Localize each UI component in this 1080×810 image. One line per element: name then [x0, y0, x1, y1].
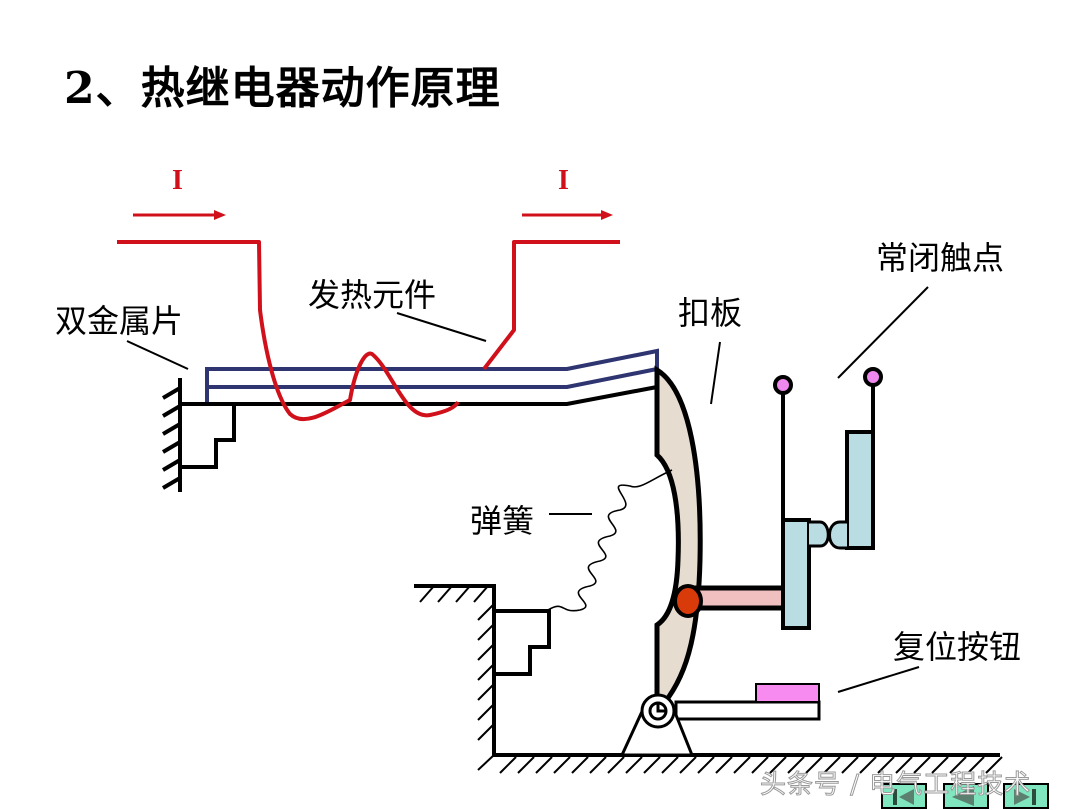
- current-label-left: I: [172, 165, 183, 196]
- label-reset-button: 复位按钮: [893, 628, 1022, 666]
- ground-hatch-line: [517, 756, 535, 774]
- leader-heating: [396, 312, 487, 342]
- next-slide-button[interactable]: [1003, 783, 1049, 809]
- left-wall: [161, 378, 182, 492]
- ground-hatch-line: [697, 756, 715, 774]
- leader-bimetal: [126, 340, 189, 370]
- ground-hatch-line: [679, 756, 697, 774]
- lower-wall: [414, 584, 1003, 774]
- ground-hatch-line: [787, 756, 805, 774]
- ground-hatch-line: [877, 756, 895, 774]
- ground-hatch-line: [553, 756, 571, 774]
- leader-contact: [837, 286, 929, 379]
- pivot-support: [619, 693, 695, 757]
- leader-reset: [837, 666, 920, 693]
- lower-bracket: [494, 609, 551, 676]
- ground-hatch-line: [625, 756, 643, 774]
- skip-back-icon: [893, 789, 897, 805]
- skip-forward-icon: [1014, 789, 1030, 805]
- ground-hatch-line: [841, 756, 859, 774]
- ground-hatch-line: [913, 756, 931, 774]
- heating-element-wire: [117, 240, 620, 422]
- ground-hatch-line: [571, 756, 589, 774]
- bimetal-strip: [180, 348, 659, 406]
- ground-hatch-line: [589, 756, 607, 774]
- ground-hatch-line: [535, 756, 553, 774]
- spring: [547, 469, 673, 612]
- label-spring: 弹簧: [470, 502, 535, 540]
- ground-hatch-line: [643, 756, 661, 774]
- ground-hatch-line: [769, 756, 787, 774]
- label-heating-element: 发热元件: [308, 276, 437, 314]
- watermark: 头条号 / 电气工程技术: [759, 770, 1032, 801]
- prev-slide-button[interactable]: [943, 783, 989, 809]
- current-arrow-left: [133, 210, 226, 220]
- nc-contact-assembly: [773, 367, 883, 630]
- current-arrow-right: [522, 210, 613, 220]
- ground-hatch-line: [895, 756, 913, 774]
- label-bimetal: 双金属片: [55, 302, 184, 340]
- ground-hatch-line: [823, 756, 841, 774]
- latch-plate: [654, 365, 703, 713]
- page-title: 2、热继电器动作原理: [64, 63, 501, 114]
- reset-button-assembly: [674, 683, 821, 721]
- left-bracket: [180, 402, 236, 469]
- ground-hatch-line: [607, 756, 625, 774]
- ground-hatch-line: [751, 756, 769, 774]
- ground-hatch-line: [931, 756, 949, 774]
- label-latch-plate: 扣板: [678, 294, 743, 332]
- ground-hatch-line: [661, 756, 679, 774]
- ground-hatch-line: [859, 756, 877, 774]
- ground-hatch-line: [985, 756, 1003, 774]
- current-label-right: I: [558, 165, 569, 196]
- first-slide-button[interactable]: [881, 783, 927, 809]
- label-nc-contact: 常闭触点: [876, 239, 1005, 277]
- ground-hatch-line: [733, 756, 751, 774]
- ground-hatch-line: [967, 756, 985, 774]
- leader-latch: [710, 341, 721, 405]
- ground-hatch-line: [949, 756, 967, 774]
- ground-hatch-line: [715, 756, 733, 774]
- ground-hatch-line: [499, 756, 517, 774]
- play-back-icon: [952, 786, 974, 806]
- ground-hatch-line: [805, 756, 823, 774]
